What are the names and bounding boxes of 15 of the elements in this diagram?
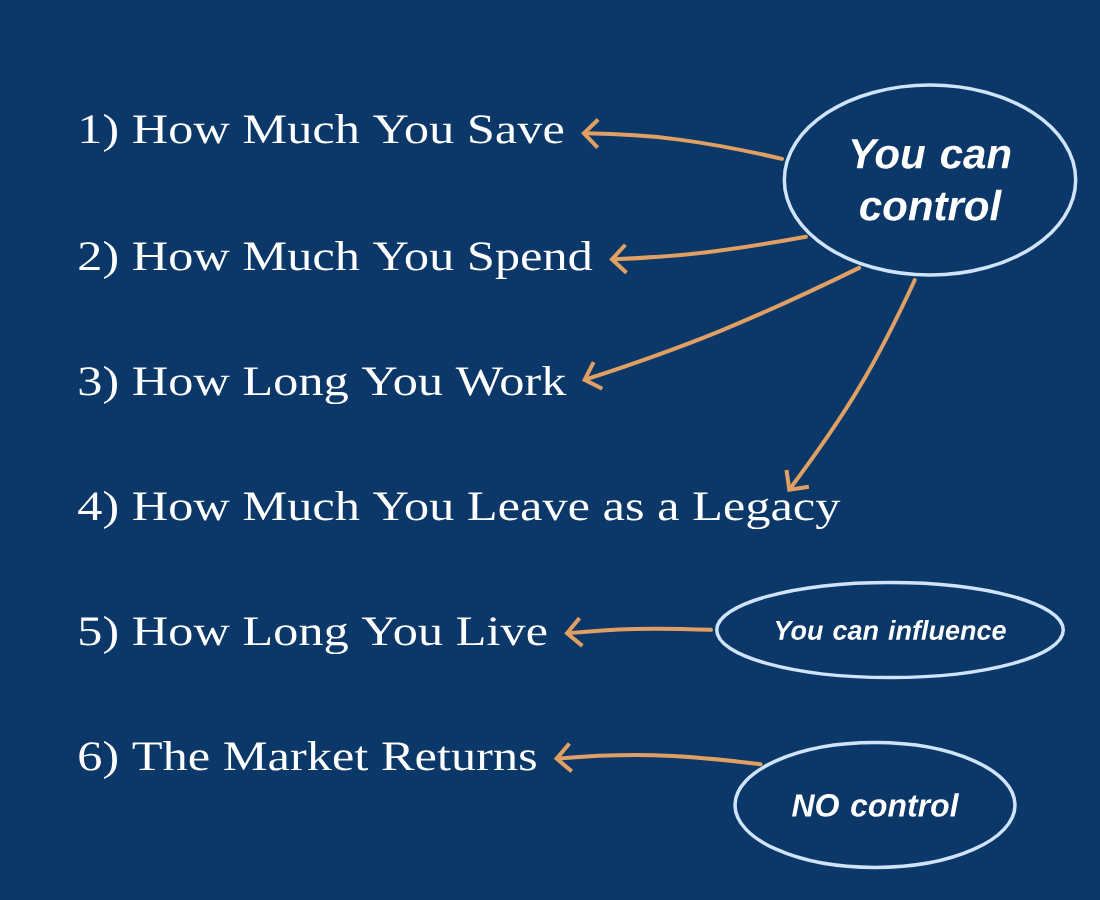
circled-label: NO control [733, 740, 1017, 870]
arrow [564, 616, 713, 648]
arrow [784, 277, 917, 492]
list-item: 5) How Long You Live [80, 615, 547, 655]
list-item: 3) How Long You Work [79, 365, 567, 405]
list-item: 6) The Market Returns [79, 740, 536, 780]
list-item: 4) How Much You Leave as a Legacy [78, 490, 841, 530]
arrow [581, 118, 784, 161]
arrow [553, 742, 763, 773]
arrow [581, 265, 862, 391]
arrow [609, 234, 808, 275]
circled-label: You can control [782, 83, 1078, 277]
list-item: 1) How Much You Save [81, 113, 564, 153]
circled-label: You can influence [715, 580, 1065, 680]
list-item: 2) How Much You Spend [79, 240, 593, 280]
